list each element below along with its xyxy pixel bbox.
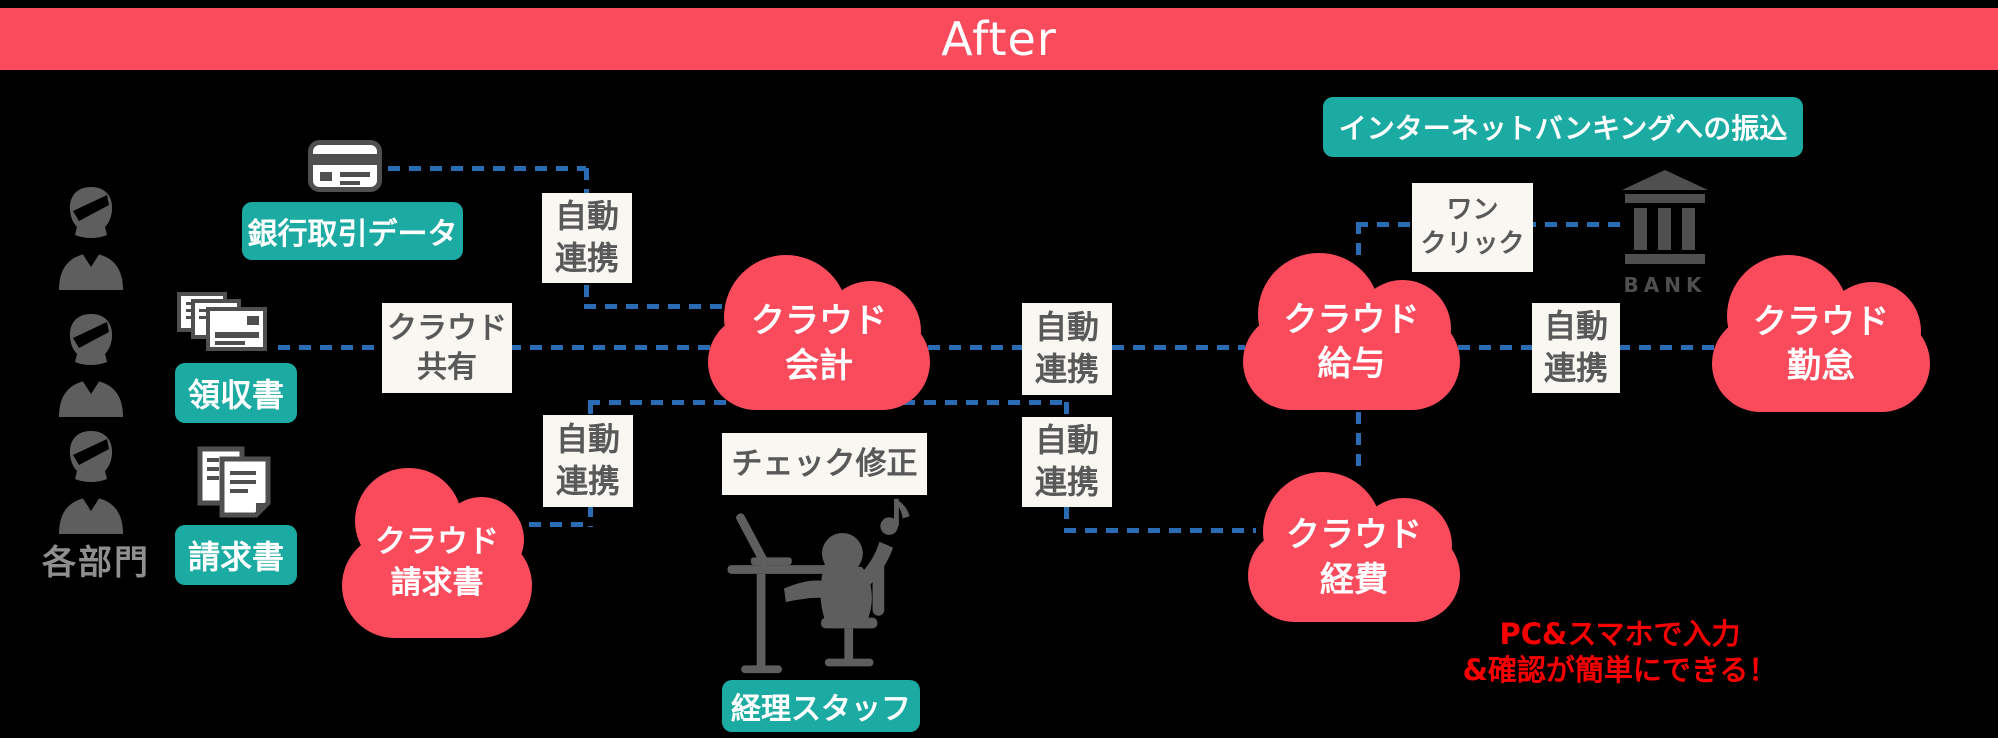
connector-autolink1-down — [584, 285, 589, 307]
connector-invoicecloud-to-autolink2 — [508, 522, 592, 527]
auto-link-box-4: 自動 連携 — [1022, 417, 1112, 507]
connector-autolink5-to-attendance — [1618, 345, 1714, 350]
cloud-accounting: クラウド 会計 — [708, 255, 930, 410]
department-label: 各部門 — [42, 543, 150, 583]
bank-data-label: 銀行取引データ — [242, 202, 463, 260]
bank-building: BANK — [1620, 170, 1710, 297]
connector-accounting-to-autolink3 — [928, 345, 1024, 350]
receipt-stack-icon — [177, 292, 267, 351]
connector-payroll-up — [1356, 222, 1361, 255]
person-at-desk-icon — [727, 498, 910, 674]
invoice-stack-icon — [197, 446, 271, 518]
cloud-expense: クラウド 経費 — [1248, 472, 1460, 622]
internet-banking-label: インターネットバンキングへの振込 — [1323, 97, 1803, 157]
after-banner: After — [0, 8, 1998, 70]
cloud-attendance: クラウド 勤怠 — [1712, 255, 1930, 412]
staff-label: 経理スタッフ — [722, 680, 920, 732]
bank-building-icon — [1622, 170, 1708, 264]
cloud-share-box: クラウド 共有 — [382, 303, 512, 393]
one-click-box: ワン クリック — [1412, 183, 1533, 272]
connector-into-autolink2 — [588, 402, 593, 418]
invoice-label: 請求書 — [175, 525, 297, 585]
receipt-label: 領収書 — [175, 363, 297, 423]
cloud-invoice: クラウド 請求書 — [342, 468, 532, 638]
bank-label: BANK — [1623, 273, 1707, 297]
connector-card-to-autolink — [388, 166, 586, 171]
after-banner-label: After — [941, 12, 1057, 66]
connector-payroll-to-expense — [1356, 412, 1361, 472]
pc-smartphone-callout: PC&スマホで入力 &確認が簡単にできる！ — [1462, 617, 1778, 688]
auto-link-box-1: 自動 連携 — [542, 193, 632, 283]
auto-link-box-3: 自動 連携 — [1022, 303, 1112, 395]
connector-autolink2-down — [588, 505, 593, 527]
check-fix-box: チェック修正 — [722, 433, 927, 495]
auto-link-box-5: 自動 連携 — [1532, 303, 1620, 393]
connector-payroll-to-autolink5 — [1458, 345, 1534, 350]
person-bust-icon — [59, 187, 123, 290]
person-bust-icon — [59, 431, 123, 534]
connector-autolink1-to-accounting — [584, 304, 742, 309]
credit-card-icon — [308, 140, 382, 192]
auto-link-box-2: 自動 連携 — [543, 415, 633, 507]
connector-card-corner-down — [584, 168, 589, 198]
connector-to-expense — [1064, 528, 1256, 533]
cloud-payroll: クラウド 給与 — [1243, 253, 1460, 410]
connector-autolink3-to-payroll — [1112, 345, 1245, 350]
person-bust-icon — [59, 314, 123, 417]
